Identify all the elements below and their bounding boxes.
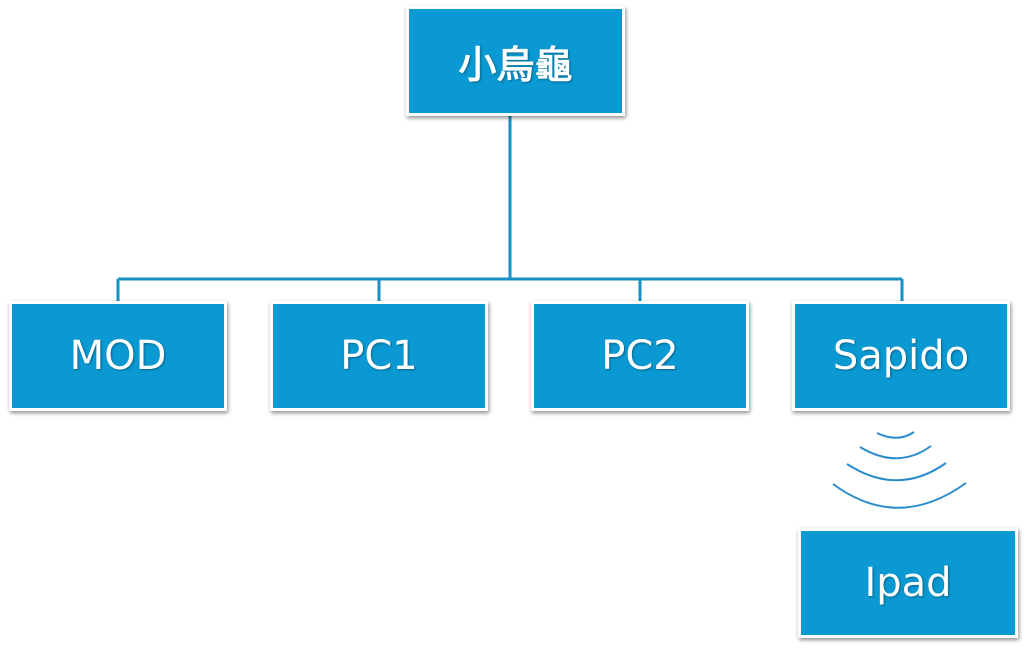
sapido-node: Sapido [792, 301, 1010, 411]
root-node-label: 小烏龜 [458, 42, 573, 87]
pc1-node: PC1 [270, 301, 488, 411]
ipad-node-label: Ipad [864, 560, 952, 606]
ipad-node: Ipad [798, 528, 1018, 638]
sapido-node-label: Sapido [832, 333, 970, 379]
pc2-node-label: PC2 [601, 333, 679, 379]
root-node: 小烏龜 [406, 6, 625, 116]
wireless-signal-icon [832, 431, 967, 509]
pc2-node: PC2 [531, 301, 749, 411]
mod-node-label: MOD [69, 333, 167, 379]
pc1-node-label: PC1 [340, 333, 418, 379]
mod-node: MOD [9, 301, 227, 411]
